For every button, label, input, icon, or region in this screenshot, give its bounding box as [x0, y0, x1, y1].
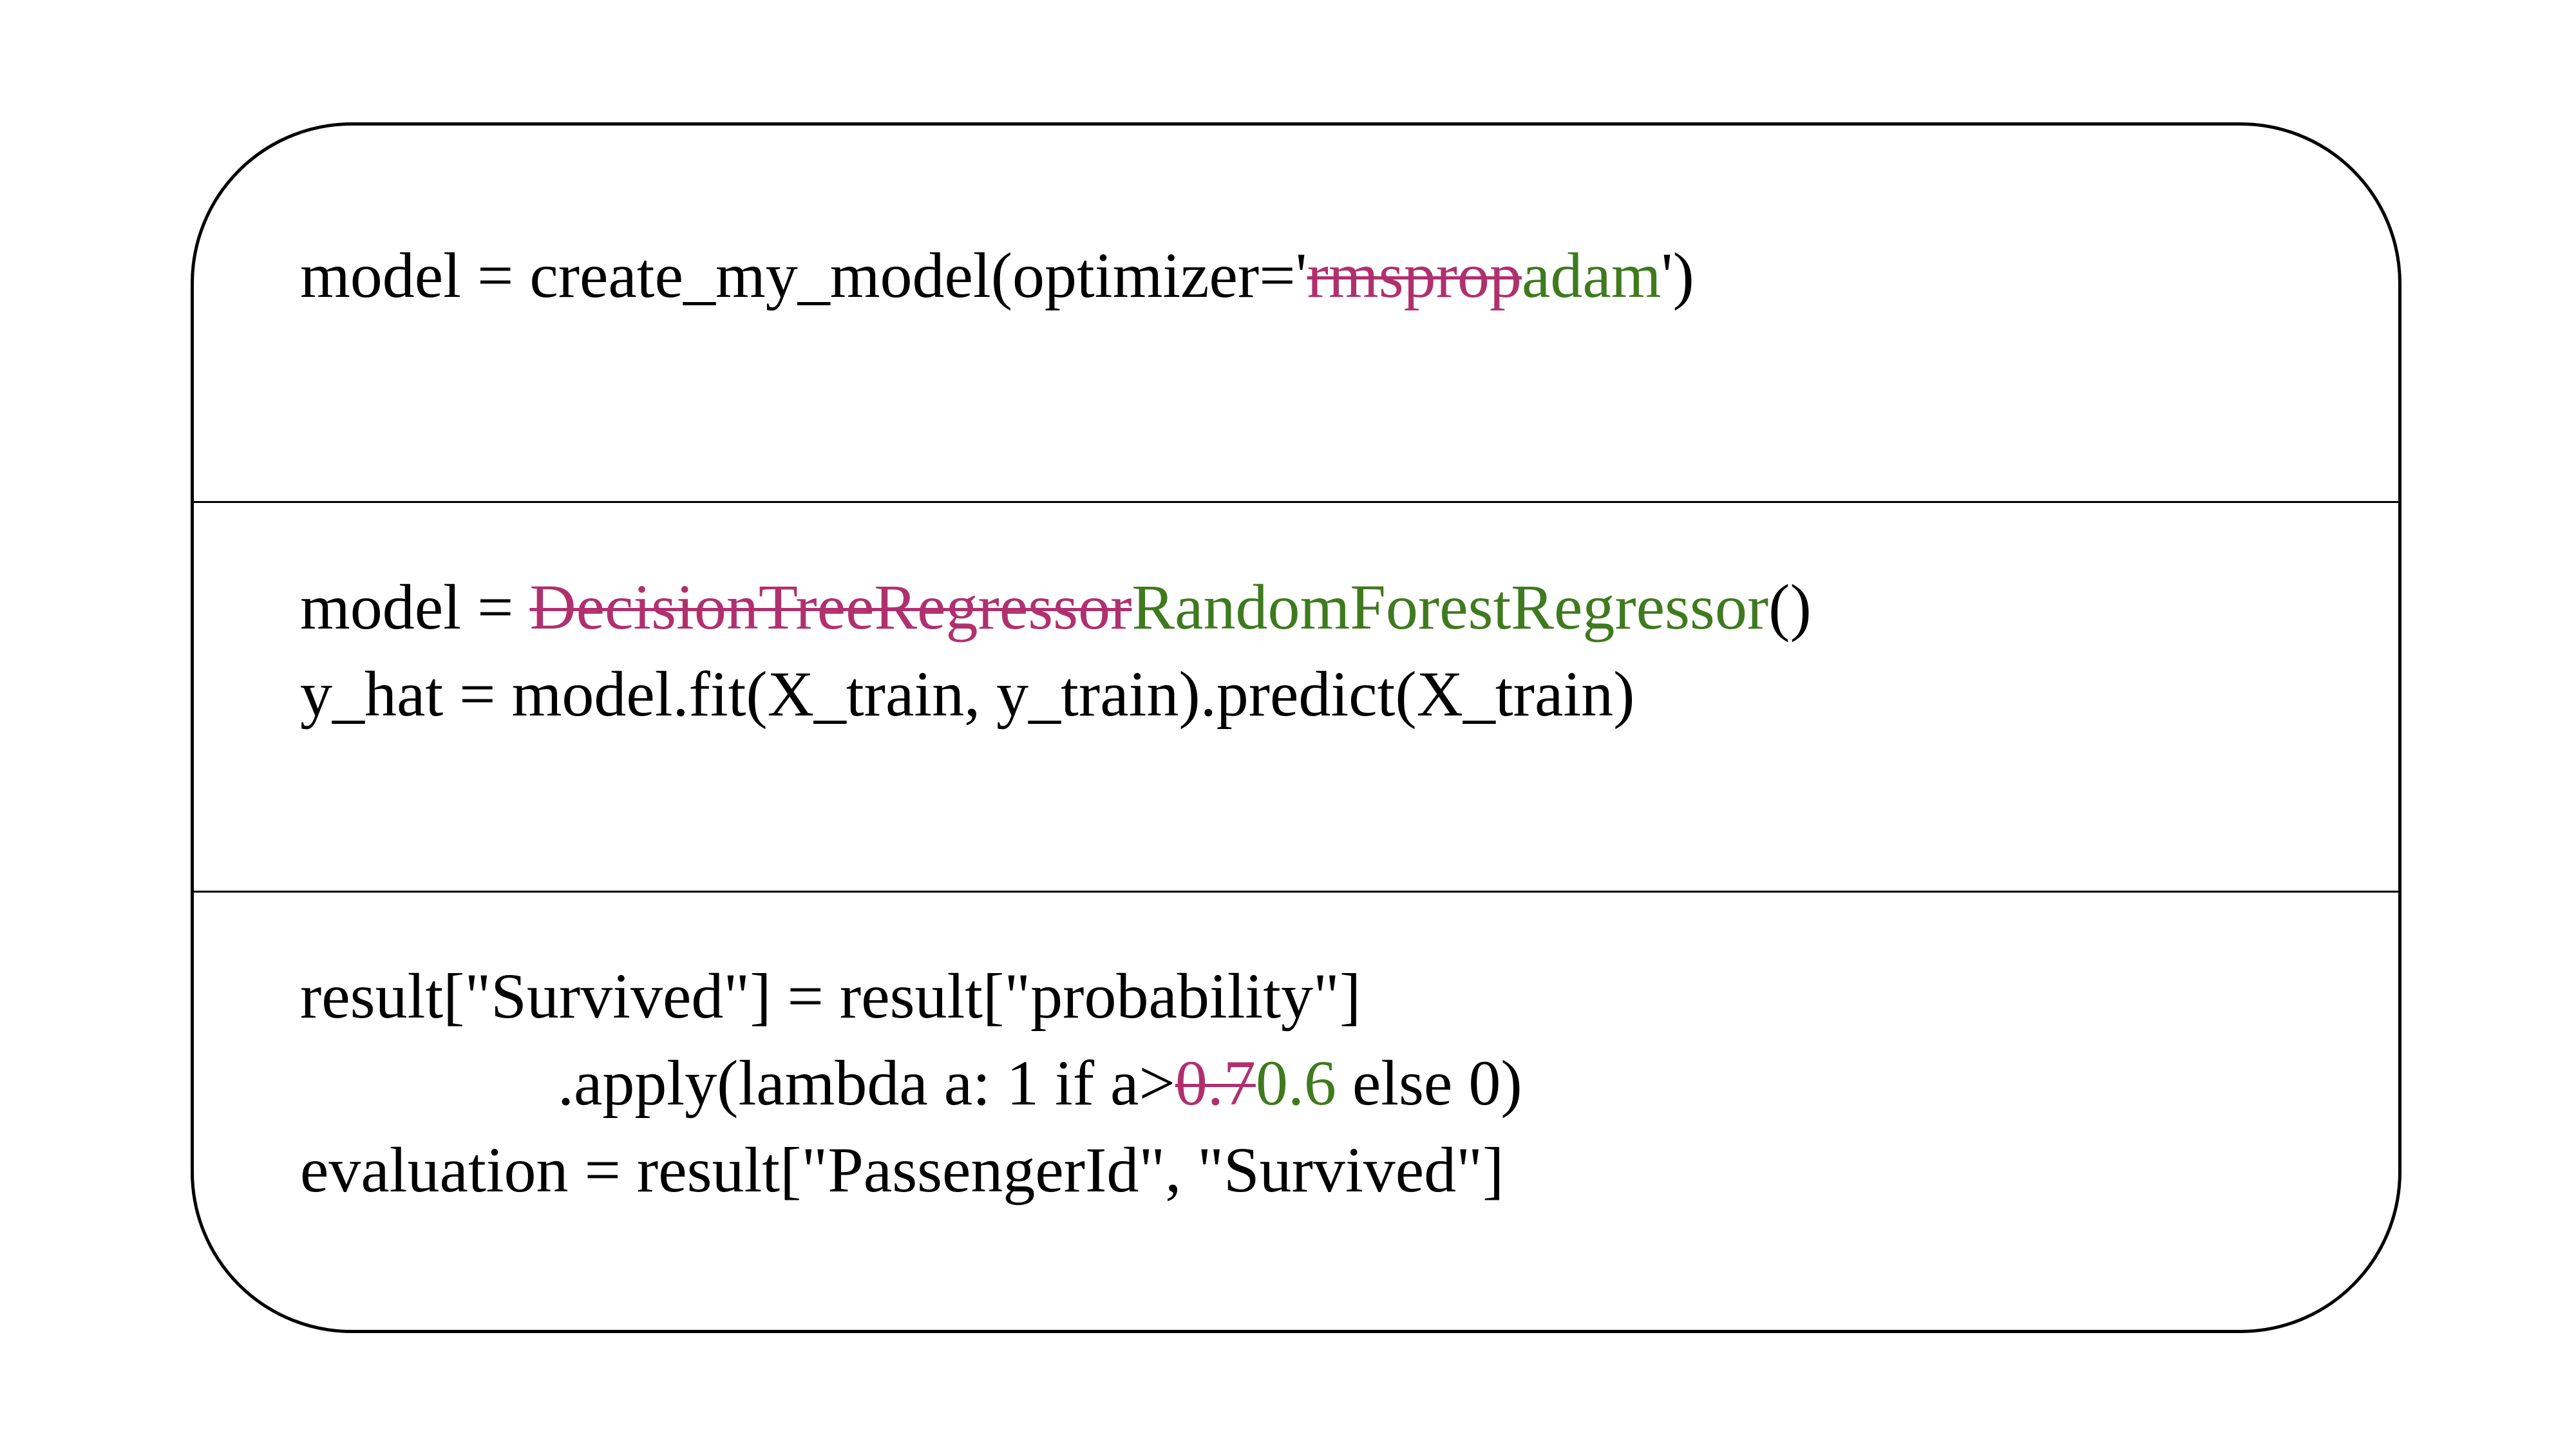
inserted-text: RandomForestRegressor: [1132, 571, 1769, 643]
section-divider: [194, 891, 2398, 893]
code-line: model = create_my_model(optimizer='rmspr…: [300, 232, 1694, 319]
section-divider: [194, 501, 2398, 503]
code-text: model =: [300, 571, 530, 643]
deleted-text: rmsprop: [1307, 240, 1522, 311]
code-text: .apply(lambda a: 1 if a>: [300, 1047, 1175, 1119]
deleted-text: 0.7: [1175, 1047, 1256, 1119]
code-line: y_hat = model.fit(X_train, y_train).pred…: [300, 658, 1635, 730]
code-line: evaluation = result["PassengerId", "Surv…: [300, 1134, 1504, 1206]
code-line: result["Survived"] = result["probability…: [300, 960, 1361, 1032]
code-line: model = DecisionTreeRegressorRandomFores…: [300, 564, 1812, 650]
code-line: .apply(lambda a: 1 if a>0.70.6 else 0): [300, 1039, 1522, 1126]
deleted-text: DecisionTreeRegressor: [529, 571, 1132, 643]
inserted-text: 0.6: [1255, 1047, 1336, 1119]
code-block-threshold: result["Survived"] = result["probability…: [194, 891, 2398, 1330]
code-block-optimizer: model = create_my_model(optimizer='rmspr…: [194, 126, 2398, 501]
code-text: (): [1768, 571, 1812, 643]
code-block-regressor: model = DecisionTreeRegressorRandomFores…: [194, 501, 2398, 891]
code-diff-frame: model = create_my_model(optimizer='rmspr…: [191, 122, 2401, 1333]
code-text: '): [1661, 240, 1694, 311]
code-text: model = create_my_model(optimizer=': [300, 240, 1307, 311]
inserted-text: adam: [1521, 240, 1662, 311]
code-text: else 0): [1336, 1047, 1522, 1119]
